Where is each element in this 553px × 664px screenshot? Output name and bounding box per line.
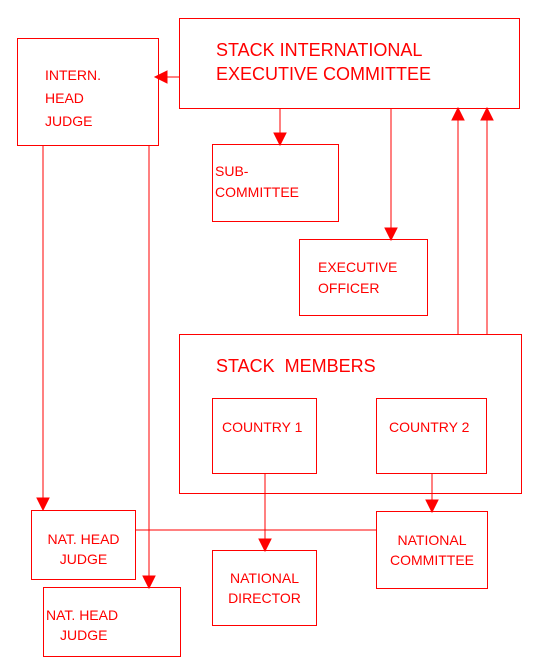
nat-head-judge-2-line-1: NAT. HEAD [46, 607, 119, 623]
arrowhead-to-exec-2 [480, 106, 494, 121]
intern-head-judge-line-1: INTERN. [45, 67, 101, 83]
country-2-label: COUNTRY 2 [389, 419, 470, 435]
national-committee-box [376, 511, 488, 589]
intern-head-judge-line-3: JUDGE [45, 113, 93, 129]
intern-head-judge-label: INTERN. HEAD JUDGE [45, 64, 101, 133]
nat-head-judge-1-label: NAT. HEAD JUDGE [31, 529, 136, 569]
executive-officer-label: EXECUTIVE OFFICER [318, 257, 397, 299]
national-director-line-2: DIRECTOR [228, 590, 301, 606]
national-director-line-1: NATIONAL [230, 570, 299, 586]
executive-officer-line-1: EXECUTIVE [318, 259, 398, 275]
national-director-label: NATIONAL DIRECTOR [212, 568, 317, 608]
arrowhead-to-intern-judge [153, 70, 168, 84]
arrowhead-to-subcommittee [273, 132, 287, 147]
arrowhead-to-director [258, 538, 272, 553]
intern-head-judge-line-2: HEAD [45, 90, 84, 106]
executive-committee-box [179, 18, 520, 109]
executive-committee-line-2: EXECUTIVE COMMITTEE [216, 64, 432, 84]
arrowhead-to-nat-judge-2 [142, 575, 156, 590]
country-1-box [212, 398, 317, 474]
executive-officer-box [299, 239, 428, 316]
national-director-box [212, 550, 317, 626]
sub-committee-box [212, 144, 339, 222]
nat-head-judge-1-line-2: JUDGE [59, 551, 108, 567]
national-committee-label: NATIONAL COMMITTEE [376, 530, 488, 570]
country-2-box [376, 398, 487, 474]
nat-head-judge-2-label: NAT. HEAD JUDGE [46, 605, 118, 645]
sub-committee-line-2: COMMITTEE [215, 184, 299, 200]
nat-head-judge-1-line-1: NAT. HEAD [47, 531, 120, 547]
executive-officer-line-2: OFFICER [318, 280, 380, 296]
country-1-label: COUNTRY 1 [222, 419, 303, 435]
arrowhead-to-nat-judge-1 [36, 497, 50, 512]
national-committee-line-1: NATIONAL [397, 532, 467, 548]
nat-head-judge-2-line-2: JUDGE [60, 627, 108, 643]
sub-committee-line-1: SUB- [215, 163, 249, 179]
executive-committee-label: STACK INTERNATIONAL EXECUTIVE COMMITTEE [216, 38, 431, 86]
nat-head-judge-2-box [43, 587, 181, 657]
national-committee-line-2: COMMITTEE [390, 552, 474, 568]
arrowhead-to-committee [425, 499, 439, 514]
executive-committee-line-1: STACK INTERNATIONAL [216, 40, 423, 60]
nat-head-judge-1-box [31, 510, 136, 580]
stack-members-box [179, 334, 522, 494]
arrowhead-to-officer [384, 227, 398, 242]
stack-members-title: STACK MEMBERS [216, 356, 376, 376]
arrowhead-to-exec-1 [451, 106, 465, 121]
sub-committee-label: SUB- COMMITTEE [215, 161, 299, 203]
intern-head-judge-box [17, 38, 159, 146]
